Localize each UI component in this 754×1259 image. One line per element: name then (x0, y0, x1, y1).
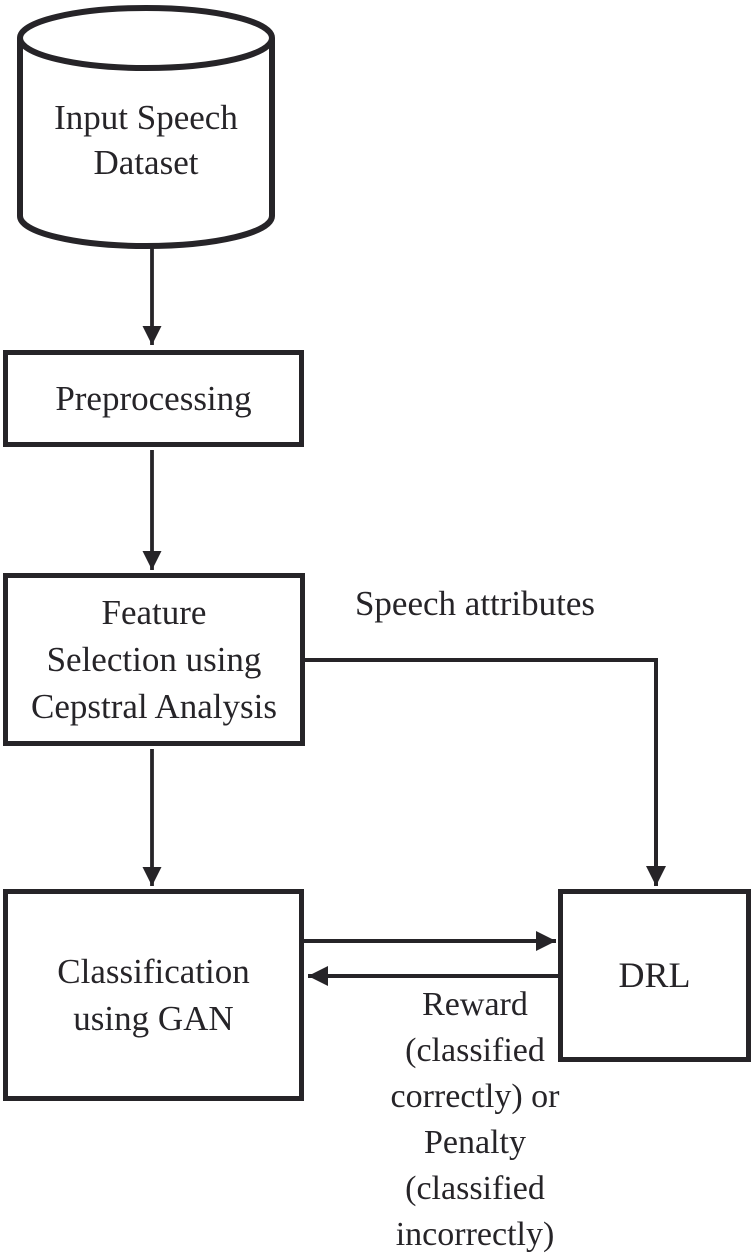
edge-label-reward-penalty: Reward (classified correctly) or Penalty… (320, 982, 630, 1258)
edge-label-reward-penalty-line: (classified (405, 1032, 545, 1069)
node-feature-selection-label-line: Feature (101, 593, 207, 632)
node-feature-selection: Feature Selection using Cepstral Analysi… (3, 573, 305, 746)
node-dataset-label: Input Speech Dataset (20, 95, 272, 185)
edge-label-reward-penalty-line: (classified (405, 1170, 545, 1207)
node-drl-label: DRL (618, 955, 691, 995)
edge-label-reward-penalty-line: incorrectly) (395, 1216, 555, 1253)
node-feature-selection-label-line: Cepstral Analysis (31, 687, 277, 726)
dataset-cylinder-shape (17, 5, 275, 249)
edge-label-speech-attributes: Speech attributes (354, 584, 596, 623)
node-classification: Classification using GAN (3, 889, 304, 1101)
node-preprocessing: Preprocessing (3, 350, 304, 447)
edge-label-reward-penalty-line: Penalty (424, 1124, 526, 1161)
node-feature-selection-label-line: Selection using (46, 640, 262, 679)
edge-feature-to-drl (305, 658, 666, 886)
node-classification-label-line: Classification (57, 952, 250, 991)
node-dataset-label-line: Input Speech (54, 98, 238, 137)
node-dataset-label-line: Dataset (93, 143, 199, 182)
edge-label-reward-penalty-line: Reward (422, 986, 528, 1023)
edge-label-reward-penalty-line: correctly) or (390, 1078, 560, 1115)
node-drl: DRL (558, 889, 751, 1062)
node-classification-label-line: using GAN (73, 999, 234, 1038)
node-preprocessing-label: Preprocessing (55, 379, 252, 418)
